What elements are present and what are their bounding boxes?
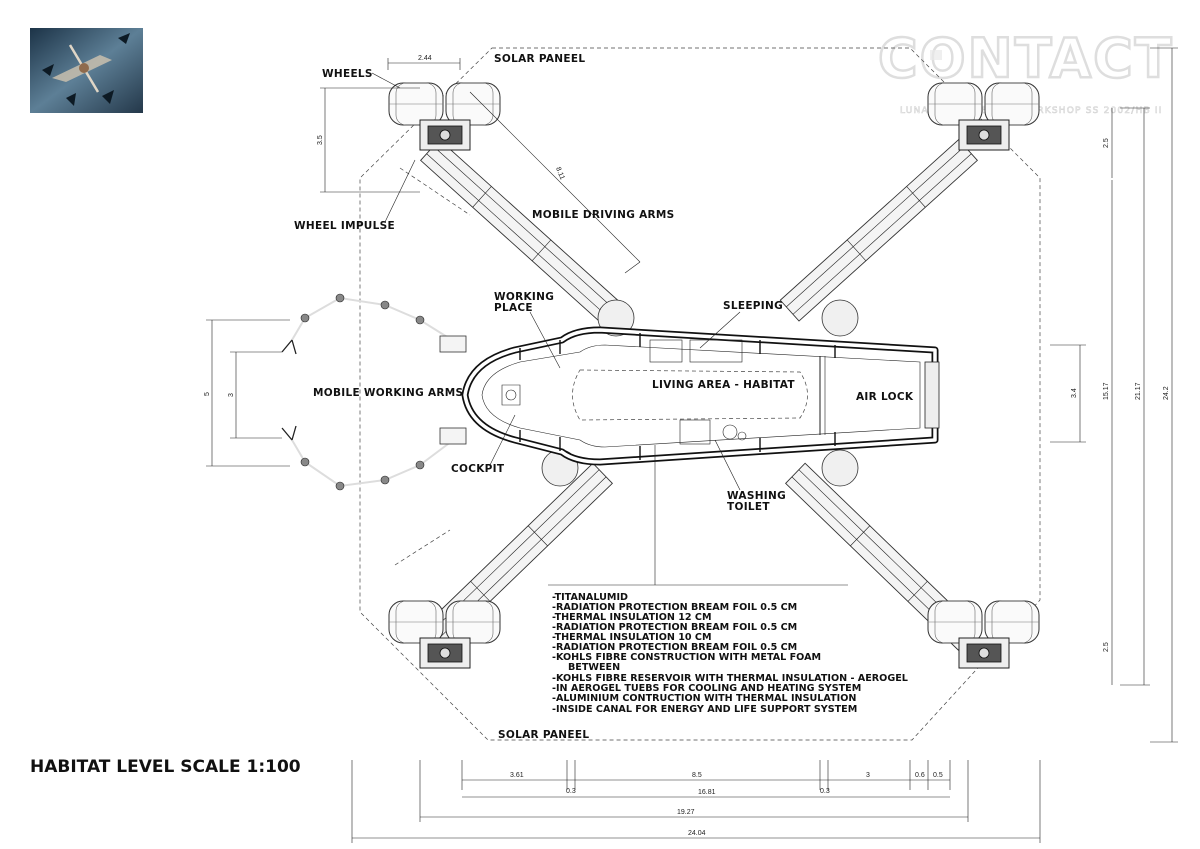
label-solar-panel-bottom: SOLAR PANEEL (498, 729, 589, 741)
wall-layer-6: -RADIATION PROTECTION BREAM FOIL 0.5 CM (552, 642, 797, 653)
dim-bottom-1681: 16.81 (698, 789, 716, 796)
label-living-area: LIVING AREA - HABITAT (652, 379, 795, 391)
dim-height-21: 21.17 (1135, 382, 1142, 400)
dim-height-15: 15.17 (1103, 382, 1110, 400)
working-arm-lower (281, 425, 467, 491)
wall-layer-9: -KOHLS FIBRE RESERVOIR WITH THERMAL INSU… (552, 673, 908, 684)
dim-wheel-height: 3.5 (317, 135, 324, 145)
label-wheel-impulse: WHEEL IMPULSE (294, 220, 395, 232)
label-air-lock: AIR LOCK (856, 391, 914, 403)
driving-arm-top-right (779, 138, 979, 322)
dim-bottom-03b: 0.3 (820, 788, 830, 795)
svg-text:CONTACT: CONTACT (878, 27, 1174, 90)
label-working-place-1: WORKING (494, 291, 554, 303)
working-arm-upper (281, 293, 467, 355)
habitat-hull (461, 326, 940, 466)
dim-wheel-width: 2.44 (418, 55, 432, 62)
wall-layer-11: -ALUMINIUM CONTRUCTION WITH THERMAL INSU… (552, 693, 856, 704)
dim-bottom-3: 3 (866, 772, 870, 779)
wall-layer-list: -TITANALUMID -RADIATION PROTECTION BREAM… (552, 592, 908, 715)
wall-layer-8: BETWEEN (568, 662, 620, 673)
dim-bottom-2404: 24.04 (688, 830, 706, 837)
dim-right-top: 2.5 (1103, 138, 1110, 148)
dim-arm-length: 8.11 (554, 166, 565, 181)
label-cockpit: COCKPIT (451, 463, 505, 475)
dimension-lines: 2.44 3.5 8.11 2.5 2.5 3.4 15.17 21.17 24… (204, 47, 1178, 843)
wall-layer-3: -THERMAL INSULATION 12 CM (552, 612, 712, 623)
dim-left-outer: 5 (204, 392, 211, 396)
dim-bottom-85: 8.5 (692, 772, 702, 779)
wall-layer-12: -INSIDE CANAL FOR ENERGY AND LIFE SUPPOR… (552, 704, 857, 715)
label-solar-panel-top: SOLAR PANEEL (494, 53, 585, 65)
label-wheels: WHEELS (322, 68, 373, 80)
wall-layer-7: -KOHLS FIBRE CONSTRUCTION WITH METAL FOA… (552, 652, 821, 663)
dim-bottom-361: 3.61 (510, 772, 524, 779)
dim-bottom-06: 0.6 (915, 772, 925, 779)
wheel-top-left (388, 82, 501, 151)
wheel-bottom-right (927, 600, 1040, 669)
dim-height-24: 24.2 (1163, 386, 1170, 400)
wheel-top-right (927, 82, 1040, 151)
label-washing-1: WASHING (727, 490, 786, 502)
wall-layer-4: -RADIATION PROTECTION BREAM FOIL 0.5 CM (552, 622, 797, 633)
label-working-place-2: PLACE (494, 302, 533, 314)
label-mobile-working-arms: MOBILE WORKING ARMS (313, 387, 463, 399)
drawing-title: HABITAT LEVEL SCALE 1:100 (30, 757, 301, 777)
solar-panel-arc-bottom (394, 529, 451, 566)
dim-right-bottom: 2.5 (1103, 642, 1110, 652)
label-washing-2: TOILET (727, 501, 770, 513)
dim-left-inner: 3 (228, 393, 235, 397)
dim-bottom-05: 0.5 (933, 772, 943, 779)
dim-bottom-03a: 0.3 (566, 788, 576, 795)
label-mobile-driving-arms: MOBILE DRIVING ARMS (532, 209, 675, 221)
dim-body-height: 3.4 (1071, 388, 1078, 398)
dim-bottom-1927: 19.27 (677, 809, 695, 816)
wall-layer-10: -IN AEROGEL TUEBS FOR COOLING AND HEATIN… (552, 683, 861, 694)
label-sleeping: SLEEPING (723, 300, 783, 312)
model-photo (30, 28, 143, 113)
wall-layer-5: -THERMAL INSULATION 10 CM (552, 632, 712, 643)
wall-layer-2: -RADIATION PROTECTION BREAM FOIL 0.5 CM (552, 602, 797, 613)
solar-panel-arc-top (399, 167, 471, 216)
wall-layer-1: -TITANALUMID (552, 592, 628, 603)
